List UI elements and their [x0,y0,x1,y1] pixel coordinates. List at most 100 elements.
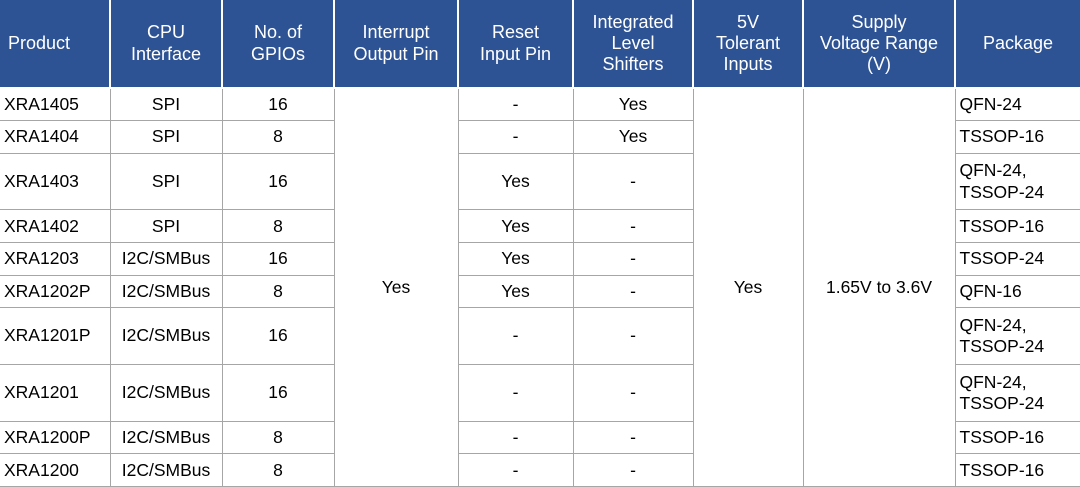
cell-no-of-gpios: 16 [221,242,335,276]
cell-reset-input-pin: - [457,120,574,154]
cell-cpu-interface: SPI [109,152,223,211]
cell-reset-input-pin: - [457,307,574,365]
cell-no-of-gpios: 8 [221,453,335,487]
cell-reset-input-pin: Yes [457,274,574,309]
header-label-supply-line3: (V) [867,54,891,75]
cell-cpu-interface: SPI [109,87,223,122]
cell-reset-input-pin: Yes [457,242,574,276]
header-label-interrupt-line2: Output Pin [353,43,439,64]
cell-package: TSSOP-16 [954,120,1080,154]
column-header-product: Product [0,0,111,89]
package-line1: QFN-24, [959,371,1027,392]
cell-no-of-gpios: 16 [221,364,335,422]
cell-5v-tolerant-inputs-merged: Yes [692,87,804,487]
cell-integrated-level-shifters: - [572,453,694,487]
cell-package: QFN-24,TSSOP-24 [954,152,1080,211]
cell-integrated-level-shifters: Yes [572,87,694,122]
cell-package: TSSOP-24 [954,242,1080,276]
cell-cpu-interface: I2C/SMBus [109,307,223,365]
header-label-package: Package [982,32,1054,53]
package-line2: TSSOP-24 [959,392,1045,413]
header-label-tolerant-line1: 5V [736,11,760,32]
column-header-cpu-interface: CPU Interface [110,0,223,89]
header-label-tolerant-line3: Inputs [723,54,773,75]
cell-cpu-interface: SPI [109,209,223,244]
header-label-levelshift-line3: Shifters [602,54,664,75]
package-line1: TSSOP-16 [959,459,1045,480]
header-row: Product CPU Interface No. of GPIOs Inter… [0,0,1080,89]
cell-integrated-level-shifters: - [572,152,694,211]
cell-no-of-gpios: 8 [221,420,335,455]
column-header-reset-input-pin: Reset Input Pin [458,0,574,89]
cell-package: QFN-24,TSSOP-24 [954,307,1080,365]
package-line1: TSSOP-16 [959,215,1045,236]
package-line1: QFN-24, [959,314,1027,335]
package-line2: TSSOP-24 [959,181,1045,202]
header-label-supply-line2: Voltage Range [819,32,939,53]
cell-integrated-level-shifters: - [572,242,694,276]
cell-product: XRA1200P [0,420,111,455]
cell-cpu-interface: I2C/SMBus [109,274,223,309]
cell-no-of-gpios: 8 [221,209,335,244]
column-header-5v-tolerant-inputs: 5V Tolerant Inputs [693,0,804,89]
cell-product: XRA1200 [0,453,111,487]
package-line1: TSSOP-16 [959,426,1045,447]
cell-package: TSSOP-16 [954,453,1080,487]
cell-no-of-gpios: 16 [221,307,335,365]
cell-product: XRA1405 [0,87,111,122]
package-line1: QFN-24, [959,160,1027,181]
cell-product: XRA1403 [0,152,111,211]
column-header-supply-voltage-range: Supply Voltage Range (V) [803,0,956,89]
cell-integrated-level-shifters: - [572,420,694,455]
cell-cpu-interface: SPI [109,120,223,154]
cell-reset-input-pin: - [457,364,574,422]
cell-interrupt-output-pin-merged: Yes [333,87,459,487]
header-label-levelshift-line2: Level [611,32,655,53]
cell-integrated-level-shifters: - [572,274,694,309]
cell-cpu-interface: I2C/SMBus [109,453,223,487]
cell-package: QFN-24,TSSOP-24 [954,364,1080,422]
cell-product: XRA1404 [0,120,111,154]
cell-reset-input-pin: - [457,453,574,487]
cell-product: XRA1201 [0,364,111,422]
cell-no-of-gpios: 8 [221,120,335,154]
cell-reset-input-pin: Yes [457,209,574,244]
cell-product: XRA1201P [0,307,111,365]
column-header-interrupt-output-pin: Interrupt Output Pin [334,0,459,89]
header-label-tolerant-line2: Tolerant [715,32,781,53]
cell-package: QFN-16 [954,274,1080,309]
cell-cpu-interface: I2C/SMBus [109,242,223,276]
header-label-cpu-line2: Interface [130,43,202,64]
cell-product: XRA1202P [0,274,111,309]
header-label-reset-line1: Reset [491,22,540,43]
cell-package: TSSOP-16 [954,420,1080,455]
cell-cpu-interface: I2C/SMBus [109,364,223,422]
package-line1: TSSOP-24 [959,248,1045,269]
cell-package: QFN-24 [954,87,1080,122]
cell-package: TSSOP-16 [954,209,1080,244]
header-label-supply-line1: Supply [851,11,907,32]
cell-cpu-interface: I2C/SMBus [109,420,223,455]
cell-product: XRA1203 [0,242,111,276]
cell-integrated-level-shifters: - [572,307,694,365]
cell-no-of-gpios: 16 [221,87,335,122]
cell-product: XRA1402 [0,209,111,244]
header-label-gpios-line2: GPIOs [250,43,305,64]
table-header: Product CPU Interface No. of GPIOs Inter… [0,0,1080,89]
header-label-interrupt-line1: Interrupt [362,22,430,43]
header-label-reset-line2: Input Pin [479,43,552,64]
column-header-no-of-gpios: No. of GPIOs [222,0,335,89]
cell-reset-input-pin: - [457,87,574,122]
cell-no-of-gpios: 8 [221,274,335,309]
header-label-gpios-line1: No. of [253,22,303,43]
cell-no-of-gpios: 16 [221,152,335,211]
